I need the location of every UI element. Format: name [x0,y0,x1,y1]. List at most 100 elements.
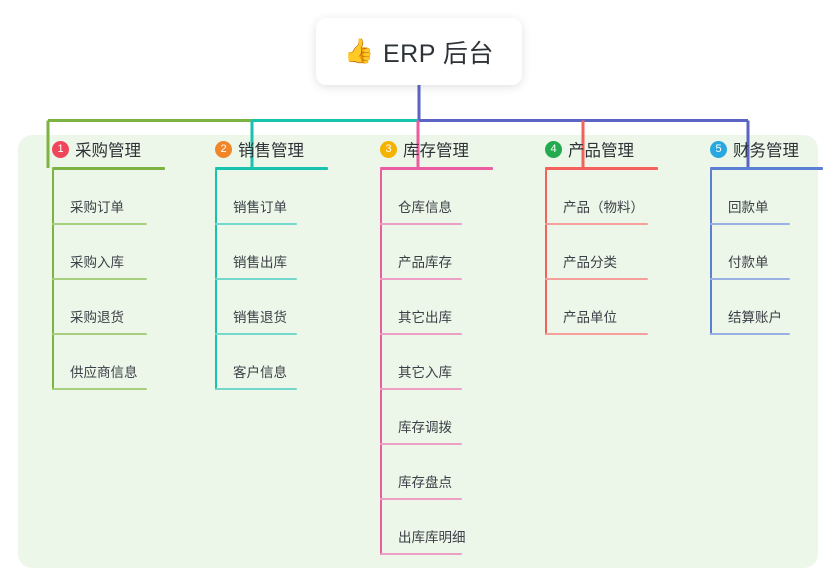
branch-title: 产品管理 [568,142,634,160]
branch-item-label: 产品分类 [563,255,617,270]
branch-item-underline [52,333,147,335]
branch-number-badge: 1 [52,140,69,158]
branch-item-label: 销售订单 [233,200,287,215]
branch-item-label: 库存盘点 [398,475,452,490]
branch-item[interactable]: 其它出库 [360,280,493,335]
branch-spine-line [545,170,547,335]
branch-item-label: 出库库明细 [398,530,466,545]
branch-title: 库存管理 [403,142,469,160]
branch-column-4: 4 产品管理产品（物料） 产品分类产品单位 [525,135,658,335]
branch-item[interactable]: 产品库存 [360,225,493,280]
branch-item[interactable]: 采购订单 [32,170,165,225]
branch-item-label: 销售退货 [233,310,287,325]
branch-item-label: 结算账户 [728,310,782,325]
branch-number-badge: 5 [710,140,727,158]
branch-item[interactable]: 销售出库 [195,225,328,280]
branch-item-underline [710,223,790,225]
branch-item-label: 销售出库 [233,255,287,270]
branch-item-label: 其它入库 [398,365,452,380]
branch-item[interactable]: 回款单 [690,170,823,225]
branch-item-underline [215,223,297,225]
root-node-card[interactable]: 👍 ERP 后台 [316,18,522,85]
branch-title: 销售管理 [238,142,304,160]
branch-items: 回款单付款单结算账户 [690,170,823,335]
branch-item[interactable]: 其它入库 [360,335,493,390]
branch-item[interactable]: 产品（物料） [525,170,658,225]
branch-items: 仓库信息产品库存其它出库其它入库库存调拨库存盘点出库库明细 [360,170,493,555]
branch-item-underline [380,498,462,500]
branch-item[interactable]: 结算账户 [690,280,823,335]
branch-item[interactable]: 销售订单 [195,170,328,225]
branch-title-underline [380,167,493,170]
branch-item-label: 库存调拨 [398,420,452,435]
branch-item[interactable]: 采购退货 [32,280,165,335]
branch-item-label: 供应商信息 [70,365,138,380]
branch-column-1: 1 采购管理采购订单采购入库采购退货供应商信息 [32,135,165,390]
branch-item[interactable]: 出库库明细 [360,500,493,555]
branch-item-underline [52,223,147,225]
branch-title-underline [710,167,823,170]
branch-item-underline [215,333,297,335]
branch-title-underline [52,167,165,170]
branch-column-3: 3 库存管理仓库信息产品库存其它出库其它入库库存调拨库存盘点出库库明细 [360,135,493,555]
branch-number-badge: 3 [380,140,397,158]
branch-item-underline [380,443,462,445]
branch-item[interactable]: 库存盘点 [360,445,493,500]
branch-item-underline [215,278,297,280]
branch-spine-line [710,170,712,335]
branch-item[interactable]: 供应商信息 [32,335,165,390]
branch-header-4[interactable]: 4 产品管理 [525,135,658,163]
branch-item[interactable]: 库存调拨 [360,390,493,445]
branch-title-underline [215,167,328,170]
root-node-title: ERP 后台 [382,39,494,68]
branch-columns: 1 采购管理采购订单采购入库采购退货供应商信息 2 销售管理销售订单销售出库销售退货客… [0,135,839,568]
branch-column-2: 2 销售管理销售订单销售出库销售退货客户信息 [195,135,328,390]
branch-item-underline [380,553,462,555]
branch-item-underline [52,278,147,280]
branch-header-1[interactable]: 1 采购管理 [32,135,165,163]
branch-items: 销售订单销售出库销售退货客户信息 [195,170,328,390]
branch-title-underline [545,167,658,170]
branch-item-label: 采购入库 [70,255,124,270]
branch-item[interactable]: 付款单 [690,225,823,280]
diagram-panel [18,135,818,568]
thumbs-up-emoji: 👍 [344,37,374,65]
branch-header-5[interactable]: 5 财务管理 [690,135,823,163]
branch-number-badge: 4 [545,140,562,158]
branch-item-label: 产品（物料） [563,200,644,215]
branch-item-label: 产品单位 [563,310,617,325]
branch-item-underline [710,278,790,280]
branch-item-label: 采购订单 [70,200,124,215]
branch-item-label: 客户信息 [233,365,287,380]
branch-item-label: 仓库信息 [398,200,452,215]
branch-number-badge: 2 [215,140,232,158]
branch-item[interactable]: 客户信息 [195,335,328,390]
branch-item[interactable]: 销售退货 [195,280,328,335]
branch-item-label: 采购退货 [70,310,124,325]
branch-item[interactable]: 采购入库 [32,225,165,280]
branch-item-label: 回款单 [728,200,769,215]
branch-item-underline [545,223,648,225]
branch-items: 采购订单采购入库采购退货供应商信息 [32,170,165,390]
branch-spine-line [215,170,217,390]
branch-title: 采购管理 [75,142,141,160]
branch-item[interactable]: 仓库信息 [360,170,493,225]
branch-header-2[interactable]: 2 销售管理 [195,135,328,163]
branch-item[interactable]: 产品单位 [525,280,658,335]
branch-spine-line [380,170,382,555]
branch-item-underline [380,223,462,225]
branch-item-underline [380,333,462,335]
branch-item-label: 付款单 [728,255,769,270]
branch-item-underline [215,388,297,390]
branch-item-label: 其它出库 [398,310,452,325]
branch-item-underline [380,278,462,280]
branch-item-underline [545,278,648,280]
branch-title: 财务管理 [733,142,799,160]
branch-spine-line [52,170,54,390]
branch-item-label: 产品库存 [398,255,452,270]
branch-items: 产品（物料） 产品分类产品单位 [525,170,658,335]
branch-header-3[interactable]: 3 库存管理 [360,135,493,163]
branch-item[interactable]: 产品分类 [525,225,658,280]
branch-item-underline [52,388,147,390]
